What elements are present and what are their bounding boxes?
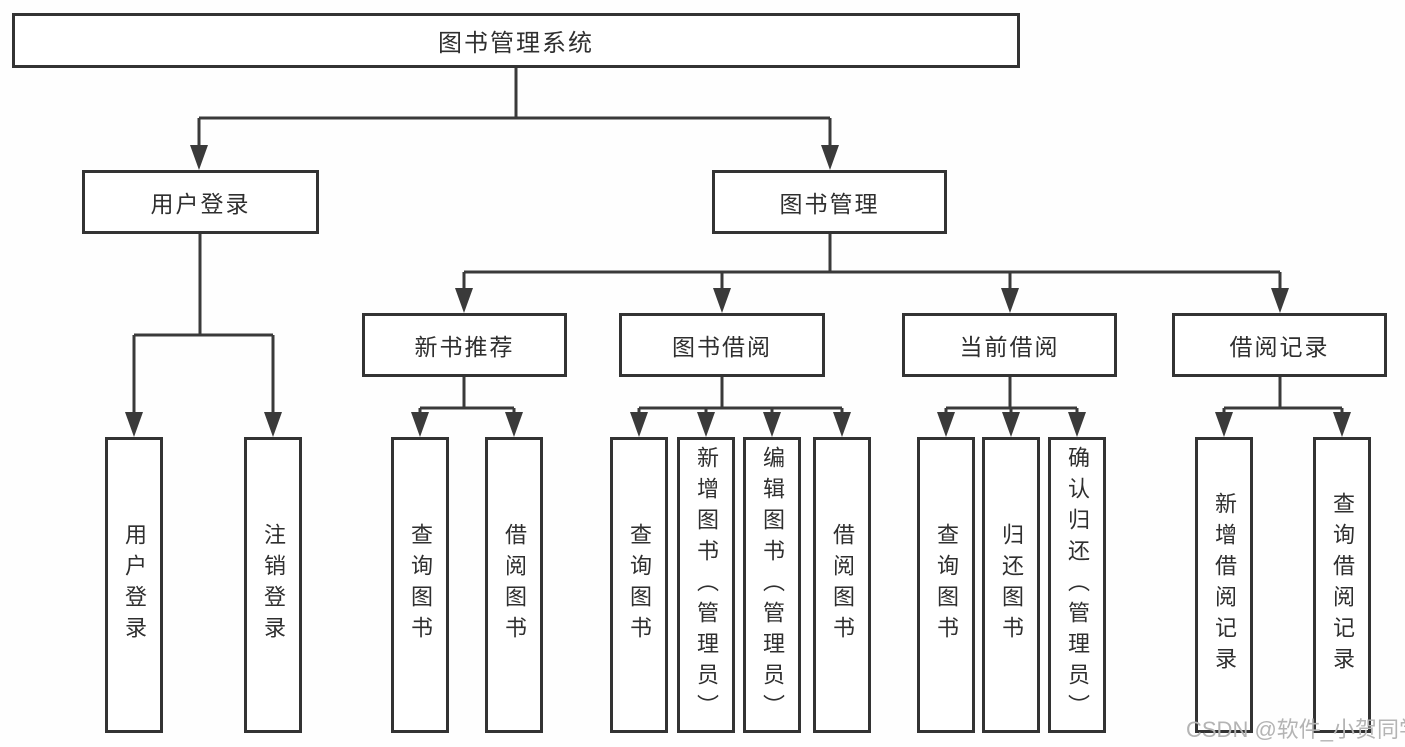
- leaf-label: 查询图书: [934, 523, 959, 647]
- node-book-management: 图书管理: [712, 170, 947, 234]
- leaf-newbook-borrow-books: 借阅图书: [485, 437, 543, 733]
- arrowhead-icon: [1068, 412, 1086, 437]
- node-library-management-system: 图书管理系统: [12, 13, 1020, 68]
- arrowhead-icon: [713, 288, 731, 313]
- csdn-watermark: CSDN @软件_小贺同学: [1186, 717, 1405, 742]
- node-book-borrowing: 图书借阅: [619, 313, 825, 377]
- leaf-current-confirm-return-admin: 确认归还（管理员）: [1048, 437, 1106, 733]
- leaf-borrowing-add-books-admin: 新增图书（管理员）: [677, 437, 735, 733]
- arrowhead-icon: [505, 412, 523, 437]
- leaf-label: 归还图书: [999, 523, 1024, 647]
- arrowhead-icon: [697, 412, 715, 437]
- arrowhead-icon: [455, 288, 473, 313]
- leaf-label: 新增图书（管理员）: [694, 445, 719, 725]
- arrowhead-icon: [630, 412, 648, 437]
- arrowhead-icon: [190, 145, 208, 170]
- node-new-book-recommend: 新书推荐: [362, 313, 567, 377]
- leaf-label: 注销登录: [261, 523, 286, 647]
- leaf-logout: 注销登录: [244, 437, 302, 733]
- leaf-label: 借阅图书: [830, 523, 855, 647]
- arrowhead-icon: [1002, 412, 1020, 437]
- node-label: 图书借阅: [672, 334, 772, 360]
- node-label: 当前借阅: [959, 334, 1060, 360]
- leaf-label: 查询图书: [408, 523, 433, 647]
- arrowhead-icon: [264, 412, 282, 437]
- leaf-label: 用户登录: [122, 523, 147, 647]
- arrowhead-icon: [821, 145, 839, 170]
- leaf-label: 新增借阅记录: [1212, 492, 1237, 678]
- arrowhead-icon: [1001, 288, 1019, 313]
- arrowhead-icon: [411, 412, 429, 437]
- node-current-borrowing: 当前借阅: [902, 313, 1117, 377]
- leaf-label: 查询借阅记录: [1330, 492, 1355, 678]
- node-borrowing-records: 借阅记录: [1172, 313, 1387, 377]
- leaf-label: 借阅图书: [502, 523, 527, 647]
- leaf-current-return-books: 归还图书: [982, 437, 1040, 733]
- leaf-borrowing-edit-books-admin: 编辑图书（管理员）: [743, 437, 801, 733]
- arrowhead-icon: [833, 412, 851, 437]
- leaf-label: 编辑图书（管理员）: [760, 445, 785, 725]
- leaf-current-query-books: 查询图书: [917, 437, 975, 733]
- node-label: 借阅记录: [1229, 334, 1330, 360]
- arrowhead-icon: [125, 412, 143, 437]
- leaf-label: 确认归还（管理员）: [1065, 445, 1090, 725]
- arrowhead-icon: [1333, 412, 1351, 437]
- node-label: 图书管理系统: [438, 30, 594, 57]
- node-label: 用户登录: [150, 191, 251, 217]
- leaf-records-query-borrow-record: 查询借阅记录: [1313, 437, 1371, 733]
- node-label: 新书推荐: [414, 334, 515, 360]
- node-user-login: 用户登录: [82, 170, 319, 234]
- leaf-newbook-query-books: 查询图书: [391, 437, 449, 733]
- leaf-borrowing-query-books: 查询图书: [610, 437, 668, 733]
- arrowhead-icon: [1215, 412, 1233, 437]
- arrowhead-icon: [763, 412, 781, 437]
- arrowhead-icon: [1271, 288, 1289, 313]
- leaf-records-add-borrow-record: 新增借阅记录: [1195, 437, 1253, 733]
- leaf-user-login: 用户登录: [105, 437, 163, 733]
- leaf-label: 查询图书: [627, 523, 652, 647]
- node-label: 图书管理: [779, 191, 880, 217]
- arrowhead-icon: [937, 412, 955, 437]
- leaf-borrowing-borrow-books: 借阅图书: [813, 437, 871, 733]
